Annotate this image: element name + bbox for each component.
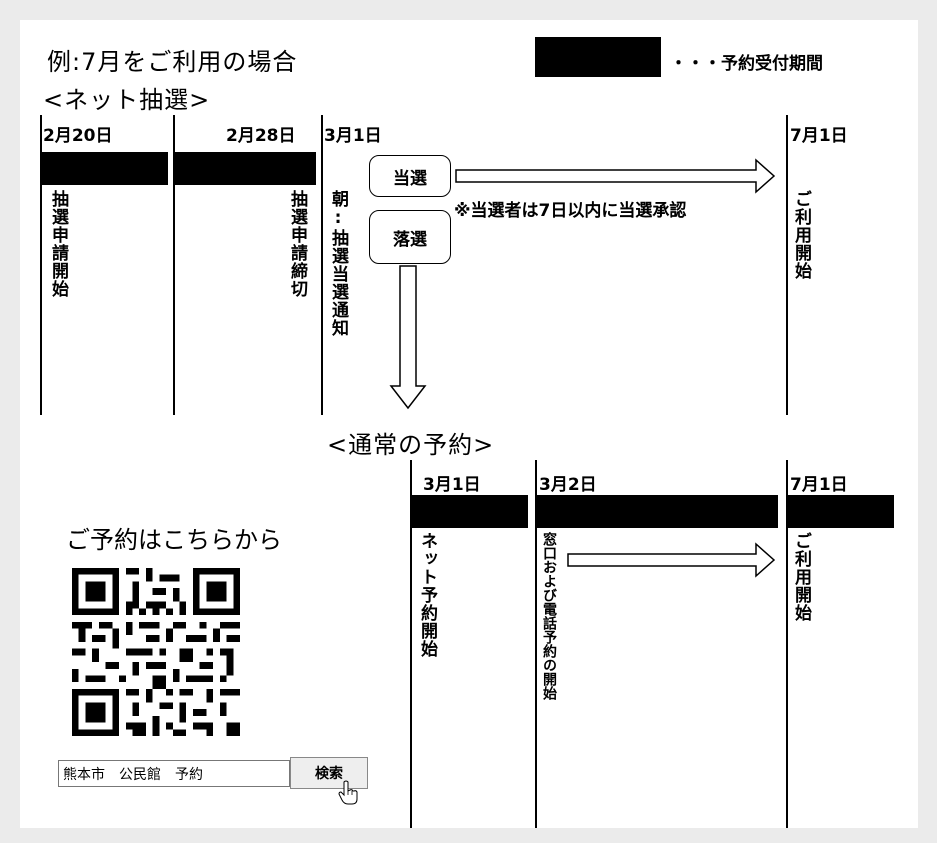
regular-text-net: ネット予約開始 <box>417 532 437 658</box>
legend-swatch <box>535 37 661 77</box>
lottery-heading: <ネット抽選> <box>43 86 211 114</box>
lottery-column-line <box>40 115 42 415</box>
lottery-text-start: 抽選申請開始 <box>48 190 68 298</box>
search-button-label: 検索 <box>315 766 343 782</box>
lottery-period-bar <box>175 152 316 185</box>
lottery-text-use: ご利用開始 <box>791 190 811 280</box>
regular-date-use: 7月1日 <box>790 475 848 495</box>
regular-date-window: 3月2日 <box>539 475 597 495</box>
qr-code-icon[interactable] <box>70 568 242 736</box>
lottery-column-line <box>173 115 175 415</box>
lottery-column-line <box>786 115 788 415</box>
schedule-diagram: 例:7月をご利用の場合 ・・・予約受付期間 <ネット抽選> 2月20日 2月28… <box>20 20 918 828</box>
lottery-column-line <box>321 115 323 415</box>
lost-box: 落選 <box>369 210 451 264</box>
search-button[interactable]: 検索 <box>290 757 368 789</box>
won-note: ※当選者は7日以内に当選承認 <box>454 201 687 221</box>
lost-label: 落選 <box>393 229 427 250</box>
lottery-date-notice: 3月1日 <box>324 126 382 146</box>
regular-period-bar <box>535 495 778 528</box>
won-arrow <box>455 158 776 194</box>
regular-text-window: 窓口および電話予約の開始 <box>541 532 557 700</box>
regular-period-bar <box>786 495 894 528</box>
search-input[interactable]: 熊本市 公民館 予約 <box>58 760 290 787</box>
legend-label: ・・・予約受付期間 <box>670 54 823 74</box>
window-arrow <box>567 542 776 578</box>
regular-text-use: ご利用開始 <box>791 532 811 622</box>
lost-arrow <box>389 265 427 410</box>
lottery-date-start: 2月20日 <box>43 126 113 146</box>
lottery-period-bar <box>40 152 168 185</box>
qr-title: ご予約はこちらから <box>66 526 282 554</box>
regular-period-bar <box>410 495 528 528</box>
lottery-text-deadline: 抽選申請締切 <box>287 190 307 298</box>
regular-column-line <box>410 460 412 828</box>
won-label: 当選 <box>393 168 427 189</box>
regular-date-net: 3月1日 <box>423 475 481 495</box>
lottery-text-notice: 朝:抽選当選通知 <box>328 190 348 337</box>
example-title: 例:7月をご利用の場合 <box>47 48 298 76</box>
search-query: 熊本市 公民館 予約 <box>63 766 203 783</box>
regular-column-line <box>535 460 537 828</box>
pointer-hand-icon <box>338 780 358 805</box>
lottery-date-deadline: 2月28日 <box>226 126 296 146</box>
won-box: 当選 <box>369 155 451 197</box>
lottery-date-use: 7月1日 <box>790 126 848 146</box>
regular-column-line <box>786 460 788 828</box>
regular-heading: <通常の予約> <box>327 431 495 459</box>
